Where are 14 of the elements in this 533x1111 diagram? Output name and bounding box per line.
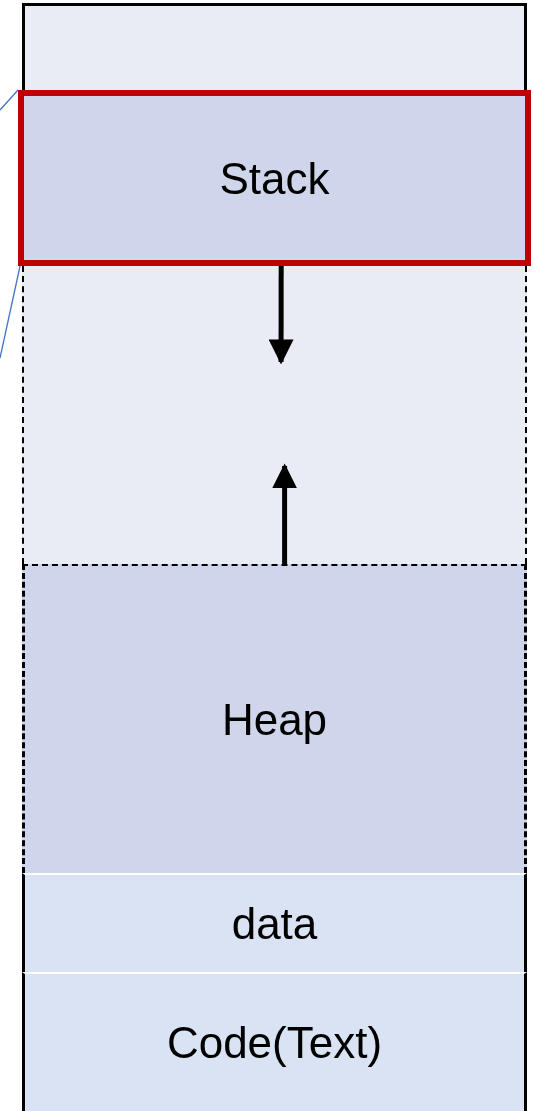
code-segment <box>22 972 527 1111</box>
leader-line <box>0 89 19 111</box>
memory-segment <box>22 3 527 92</box>
segment-label: Stack <box>219 152 330 205</box>
leader-line <box>0 265 21 359</box>
segment-label: Code(Text) <box>166 1017 383 1069</box>
segment-label: data <box>231 898 318 950</box>
segment-label: Heap <box>221 694 328 746</box>
data-segment <box>22 873 527 972</box>
growth-arrow <box>268 266 294 365</box>
free-space-segment <box>22 266 527 564</box>
growth-arrow <box>272 463 298 564</box>
stack-segment <box>18 90 531 266</box>
heap-segment <box>22 564 527 873</box>
